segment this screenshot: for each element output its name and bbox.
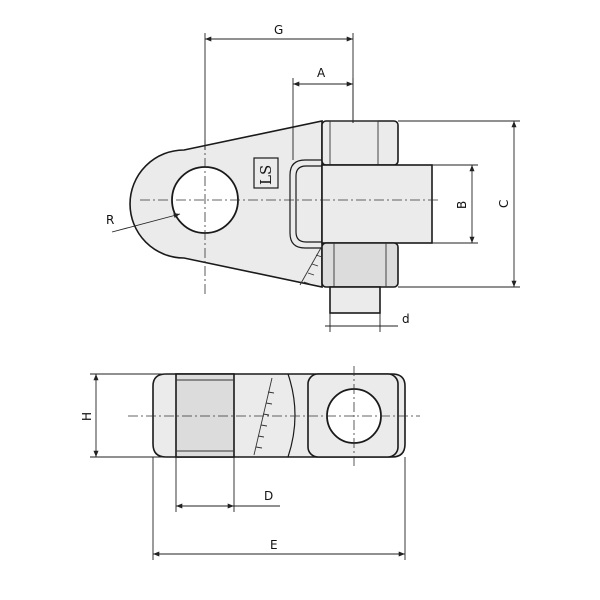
thread-marks [299,245,323,286]
dimension-d-small: d [325,312,410,332]
dim-label-d: D [264,489,273,503]
ls-logo: LS [253,157,279,189]
jaw-slot [321,164,433,244]
top-view: LS [129,120,440,314]
dim-label-b: B [455,201,469,209]
dim-label-e: E [270,538,278,552]
dim-label-r: R [106,213,114,227]
hex-nut-block [321,242,399,288]
side-view [128,366,420,466]
dimension-a: A [292,66,354,160]
dimension-d: D [175,457,280,512]
dim-label-g: G [274,23,283,37]
dim-label-h: H [80,412,94,421]
dim-label-d-small: d [402,312,410,326]
logo-text: LS [257,165,275,185]
dimension-c: C [398,120,520,288]
upper-jaw [321,120,399,166]
side-thread-marks [253,377,275,456]
side-nut-segment [175,373,235,458]
dimension-r: R [106,213,181,233]
dim-label-c: C [497,200,511,208]
dimension-e: E [152,457,406,560]
dimension-b: B [432,164,478,244]
dim-label-a: A [317,66,326,80]
threaded-stud [329,286,381,314]
